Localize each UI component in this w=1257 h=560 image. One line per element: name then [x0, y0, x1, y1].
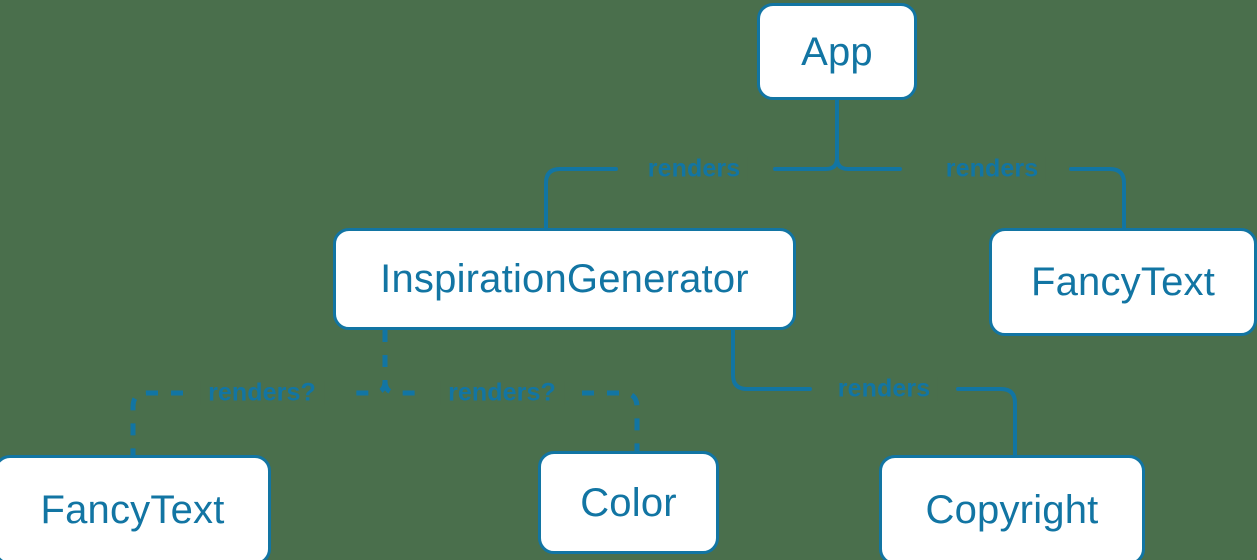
- edge-app-stem: [835, 98, 902, 171]
- node-app[interactable]: App: [757, 3, 917, 100]
- node-fancytext-right[interactable]: FancyText: [989, 228, 1257, 336]
- edge-label-app-to-fancytext-right: renders: [937, 156, 1047, 182]
- edge-copyright-approach: [956, 387, 1017, 457]
- node-copyright[interactable]: Copyright: [879, 455, 1145, 560]
- edge-inspiration-dashed-stem-right: [382, 380, 420, 396]
- node-fancytext-right-label: FancyText: [1030, 260, 1216, 304]
- edge-inspiration-generator-to-color: [582, 390, 640, 451]
- edge-label-inspiration-generator-to-fancytext-bottom: renders?: [200, 380, 324, 406]
- edge-app-stem-left: [773, 156, 839, 171]
- edge-label-inspiration-generator-to-copyright: renders: [829, 376, 939, 402]
- edge-app-to-fancytext-right: [1069, 167, 1126, 230]
- node-inspiration-generator-label: InspirationGenerator: [380, 257, 749, 301]
- node-color[interactable]: Color: [538, 451, 719, 554]
- node-inspiration-generator[interactable]: InspirationGenerator: [333, 228, 796, 330]
- node-fancytext-bottom-label: FancyText: [40, 488, 225, 532]
- edge-label-inspiration-generator-to-color: renders?: [440, 380, 564, 406]
- edge-inspiration-generator-to-fancytext-bottom: [130, 390, 183, 455]
- node-fancytext-bottom[interactable]: FancyText: [0, 455, 271, 560]
- node-app-label: App: [801, 29, 873, 74]
- edge-label-app-to-inspiration-generator: renders: [639, 156, 749, 182]
- edge-inspiration-dashed-stem: [345, 330, 388, 396]
- edge-inspiration-generator-to-copyright: [731, 328, 812, 391]
- edge-app-to-inspiration-generator: [544, 167, 618, 230]
- node-copyright-label: Copyright: [925, 488, 1099, 532]
- node-color-label: Color: [580, 480, 677, 525]
